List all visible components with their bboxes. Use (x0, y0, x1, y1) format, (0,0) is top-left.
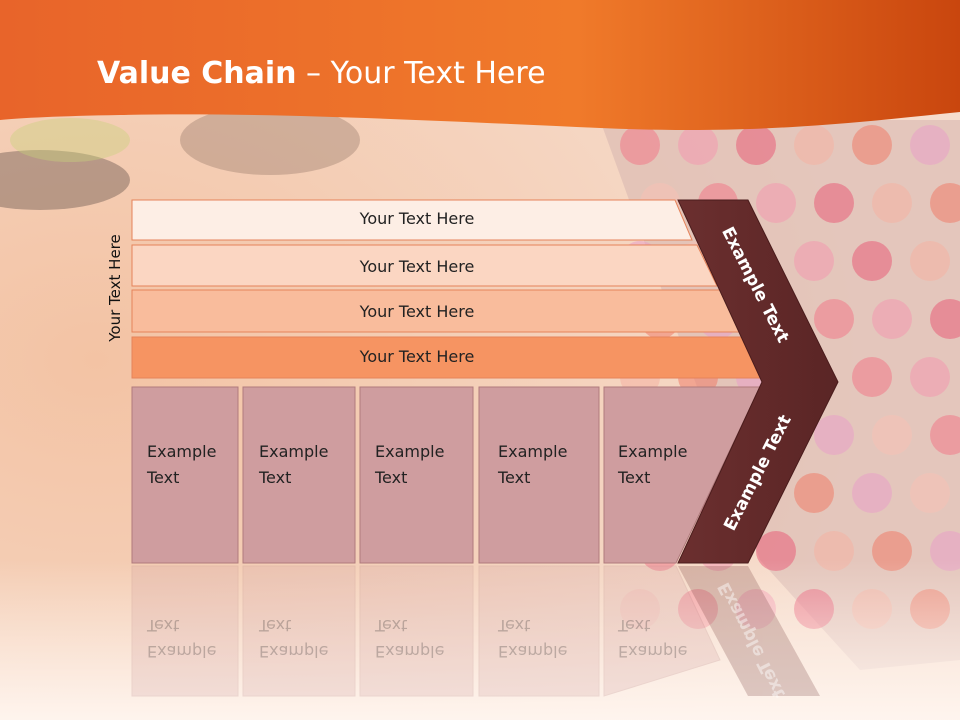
palette-dot (736, 125, 776, 165)
palette-dot (872, 415, 912, 455)
palette-dot (756, 183, 796, 223)
palette-dot (794, 241, 834, 281)
row-bar-1 (131, 199, 693, 241)
row-bar-2 (131, 244, 718, 287)
box-3 (359, 386, 474, 564)
palette-dot (930, 183, 960, 223)
palette-dot (852, 125, 892, 165)
title-rest: – Your Text Here (296, 56, 546, 91)
palette-dot (872, 299, 912, 339)
row-label-1: Your Text Here (359, 209, 475, 228)
palette-dot (678, 125, 718, 165)
palette-dot (872, 183, 912, 223)
palette-dot (910, 241, 950, 281)
row-label-3: Your Text Here (359, 302, 475, 321)
chevron-arrow (677, 199, 839, 564)
slide-title: Value Chain – Your Text Here (97, 56, 546, 91)
reflection (131, 565, 820, 697)
palette-dot (852, 473, 892, 513)
palette-dot (814, 183, 854, 223)
palette-dot (620, 125, 660, 165)
box-2 (242, 386, 356, 564)
palette-dot (910, 125, 950, 165)
palette-dot (930, 299, 960, 339)
box-4 (478, 386, 600, 564)
palette-dot (910, 357, 950, 397)
palette-dot (852, 357, 892, 397)
box-1 (131, 386, 239, 564)
box-5 (603, 386, 761, 564)
palette-dot (814, 299, 854, 339)
palette-dot (910, 473, 950, 513)
row-label-2: Your Text Here (359, 257, 475, 276)
row-label-4: Your Text Here (359, 347, 475, 366)
palette-dot (794, 473, 834, 513)
palette-dot (814, 415, 854, 455)
palette-dot (794, 125, 834, 165)
palette-dot (930, 415, 960, 455)
title-bold: Value Chain (97, 56, 297, 91)
palette-dot (852, 241, 892, 281)
